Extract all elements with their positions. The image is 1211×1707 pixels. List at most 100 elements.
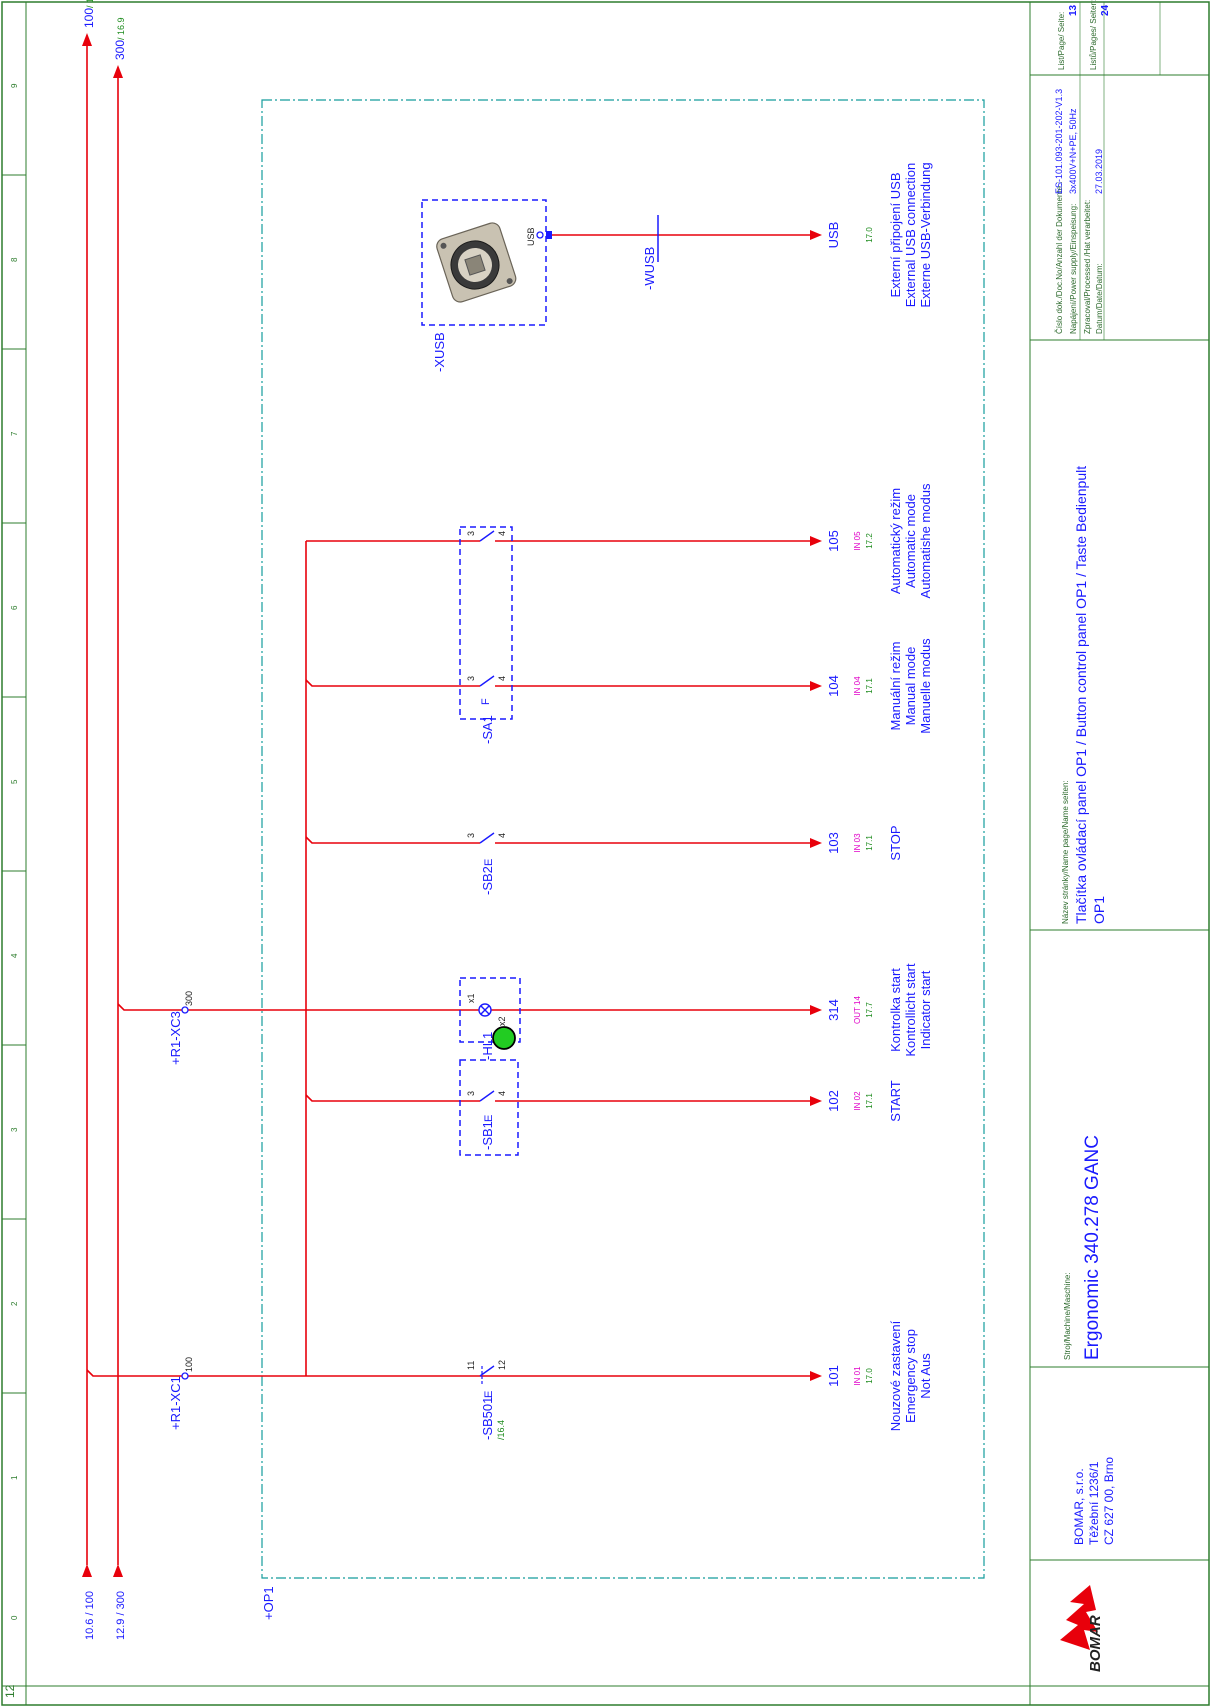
output-number: 105	[826, 530, 841, 552]
arrow-314	[810, 1005, 822, 1015]
company-line-3: CZ 627 00, Brno	[1102, 1457, 1116, 1545]
wire-103	[305, 836, 813, 844]
arrow-usb	[810, 230, 822, 240]
output-description: Manuelle modus	[918, 638, 933, 734]
sa1-contact-1	[479, 675, 495, 687]
op1-location-box	[261, 99, 985, 1579]
sb1-contact	[479, 1090, 495, 1102]
output-number: 314	[826, 999, 841, 1021]
output-description: Externe USB-Verbindung	[918, 162, 933, 307]
wire-104	[305, 679, 813, 687]
output-number: 102	[826, 1090, 841, 1112]
output-description: Manuální režim	[888, 642, 903, 731]
hl1-pin-x1: x1	[466, 993, 476, 1003]
column-number: 0	[10, 1615, 19, 1620]
wire-102	[305, 1094, 813, 1102]
wiring	[86, 234, 813, 1377]
supply-label: Napájení/Power supply/Einspeisung:	[1069, 204, 1078, 334]
rail-300-out-arrow	[113, 65, 123, 78]
machine-name: Ergonomic 340.278 GANC	[1082, 1135, 1103, 1360]
page-value: 13	[1068, 4, 1079, 16]
output-description: Automatický režim	[888, 488, 903, 594]
arrow-105	[810, 536, 822, 546]
sa1-pin-4a: 4	[497, 676, 507, 681]
output-io: IN 01	[853, 1366, 862, 1386]
output-ref: 17.1	[865, 1093, 874, 1109]
column-number: 5	[10, 779, 19, 784]
supply-rails	[82, 33, 123, 1577]
output-ref: 17.0	[865, 227, 874, 243]
wire-xc1	[86, 1369, 184, 1377]
output-description: Automatishe modus	[918, 483, 933, 598]
company-line-1: BOMAR, s.r.o.	[1072, 1468, 1086, 1545]
company-line-2: Těžební 1236/1	[1087, 1461, 1101, 1545]
xc3-terminal-symbol	[181, 1006, 189, 1014]
sb501-ref: /16.4	[496, 1420, 506, 1440]
hl1-pin-x2: x2	[497, 1016, 507, 1026]
usb-pin-symbol	[536, 231, 544, 239]
machine-label: Stroj/Machine/Maschine:	[1063, 1272, 1072, 1360]
usb-connector-icon	[436, 222, 517, 303]
arrow-101	[810, 1371, 822, 1381]
output-description: Kontrolka start	[888, 968, 903, 1052]
doc-value: ES-101.093-201-202-V1.3	[1054, 89, 1064, 194]
output-ref: 17.1	[865, 678, 874, 694]
output-ref: 17.2	[865, 533, 874, 549]
output-ref: 17.1	[865, 835, 874, 851]
sb2-pin-3: 3	[466, 833, 476, 838]
column-number: 7	[10, 431, 19, 436]
output-io: IN 05	[853, 531, 862, 551]
sb1-pin-4: 4	[497, 1091, 507, 1096]
output-description: Externí připojení USB	[888, 172, 903, 297]
sa1-pin-4b: 4	[497, 531, 507, 536]
output-description: Kontrollicht start	[903, 963, 918, 1057]
xc3-number: 300	[184, 991, 194, 1006]
output-arrows	[810, 230, 822, 1381]
rail-100-out-ref: / 14.0	[85, 0, 95, 8]
sb501-tag: -SB501	[480, 1397, 495, 1440]
output-number: 103	[826, 832, 841, 854]
output-description: Indicator start	[918, 970, 933, 1049]
rail-300-in-arrow	[113, 1564, 123, 1577]
sb1-pin-3: 3	[466, 1091, 476, 1096]
hl1-box	[459, 977, 521, 1043]
arrow-103	[810, 838, 822, 848]
rail-300-out-label: 300	[113, 40, 127, 60]
sb501-switch	[479, 1365, 495, 1386]
pages-value: 24	[1100, 4, 1111, 16]
rail-300-in-label: 12.9 / 300	[115, 1591, 127, 1640]
rail-100-out-label: 100	[82, 8, 96, 28]
column-number: 6	[10, 605, 19, 610]
green-lamp-indicator	[492, 1026, 516, 1050]
xc1-number: 100	[184, 1357, 194, 1372]
pages-label: Listů/Pages/ Seiten:	[1089, 0, 1098, 70]
arrow-104	[810, 681, 822, 691]
output-description: Manual mode	[903, 647, 918, 726]
output-description: External USB connection	[903, 163, 918, 308]
output-io: IN 04	[853, 676, 862, 696]
sa1-pin-3a: 3	[466, 676, 476, 681]
xusb-tag: -XUSB	[432, 332, 447, 372]
output-description: Nouzové zastavení	[888, 1320, 903, 1431]
page-name-2: OP1	[1091, 896, 1107, 924]
output-io: IN 02	[853, 1091, 862, 1111]
sb2-tag: -SB2	[480, 866, 495, 895]
output-description: Automatic mode	[903, 494, 918, 588]
sa1-box	[459, 526, 513, 720]
output-ref: 17.0	[865, 1368, 874, 1384]
page-number: 12	[3, 1684, 17, 1698]
rail-300-out-ref: / 16.9	[116, 17, 126, 40]
output-description: START	[888, 1080, 903, 1121]
sb1-tag: -SB1	[480, 1121, 495, 1150]
column-number: 4	[10, 953, 19, 958]
column-number: 9	[10, 83, 19, 88]
processed-label: Zpracoval/Processed /Hat verarbeitet:	[1083, 200, 1092, 334]
doc-label: Číslo dok./Doc.No/Anzahl der Dokumente.:	[1055, 181, 1064, 334]
page-name: Tlačítka ovládací panel OP1 / Button con…	[1073, 466, 1089, 924]
wire-xc3	[117, 1003, 184, 1011]
sb1-e: E	[483, 1115, 495, 1122]
output-ref: 17.7	[865, 1002, 874, 1018]
sb501-pin-12: 12	[497, 1360, 507, 1370]
